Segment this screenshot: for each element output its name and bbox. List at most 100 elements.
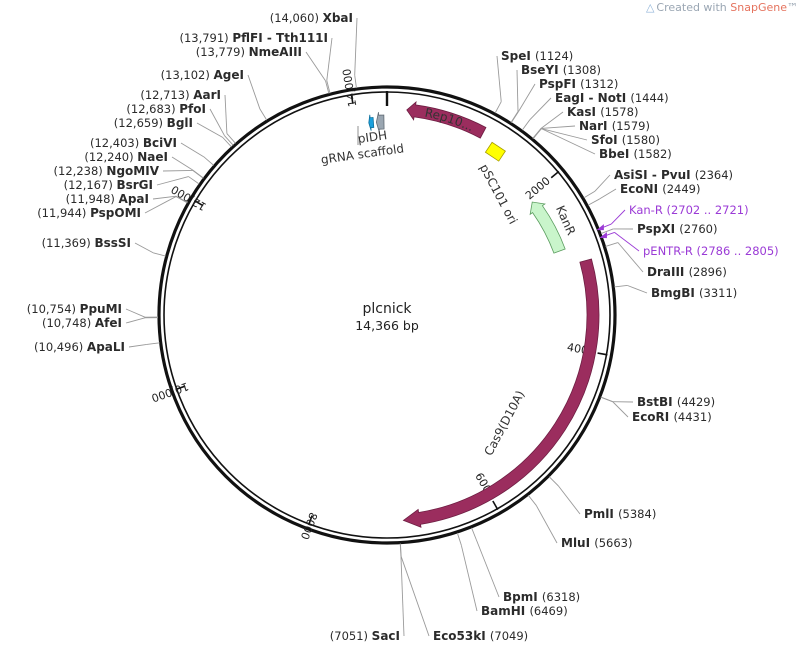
enzyme-pspfi-label: PspFI (1312) <box>539 77 618 91</box>
enzyme-eco53ki-leader <box>400 556 430 637</box>
enzyme-afei-label: (10,748) AfeI <box>42 316 122 330</box>
enzyme-mlui-label: MluI (5663) <box>561 536 633 550</box>
enzyme-bsrgi-tick <box>188 176 200 185</box>
enzyme-eagi-noti-tick <box>521 119 531 131</box>
enzyme-ppumi-label: (10,754) PpuMI <box>27 302 122 316</box>
enzyme-naei-leader <box>171 156 194 171</box>
enzyme-xbai-leader <box>354 17 358 76</box>
enzyme-eagi-noti-leader <box>529 97 552 120</box>
enzyme-asisi-pvui-label: AsiSI - PvuI (2364) <box>614 168 733 182</box>
enzyme-naei-tick <box>192 169 204 179</box>
psc101-ori-label: pSC101 ori <box>477 162 520 227</box>
enzyme-layer: SpeI (1124)BseYI (1308)PspFI (1312)EagI … <box>27 11 779 643</box>
scale-tick-label: 14,000 <box>340 68 359 108</box>
enzyme-agei-leader <box>247 74 261 110</box>
plasmid-name: plcnick <box>362 301 412 317</box>
enzyme-bamhi-leader <box>460 545 478 612</box>
primer-pentr-r-label: pENTR-R (2786 .. 2805) <box>643 244 779 258</box>
scale-tick <box>175 385 186 391</box>
scale-tick <box>597 352 608 356</box>
cas9-label: Cas9(D10A) <box>481 388 527 458</box>
enzyme-spei-label: SpeI (1124) <box>501 49 573 63</box>
scale-tick <box>350 93 354 104</box>
enzyme-econi-tick <box>587 198 600 206</box>
enzyme-nmeaiii-leader <box>305 51 326 82</box>
primer-kan-r-leader <box>610 209 626 225</box>
watermark-brand: SnapGene <box>730 1 787 14</box>
enzyme-ecori-leader <box>612 401 629 418</box>
enzyme-bseyi-label: BseYI (1308) <box>521 63 601 77</box>
enzyme-eco53ki-label: Eco53kI (7049) <box>433 629 528 643</box>
enzyme-bseyi-leader <box>516 69 519 112</box>
cas9-feature-arrow <box>402 258 600 528</box>
enzyme-asisi-pvui-leader <box>594 174 611 192</box>
enzyme-sfoi-leader <box>541 128 588 141</box>
enzyme-ngomiv-label: (12,238) NgoMIV <box>54 164 160 178</box>
enzyme-bsrgi-leader <box>156 176 189 186</box>
enzyme-ppumi-leader <box>125 308 146 318</box>
enzyme-saci-tick <box>399 543 402 557</box>
snapgene-watermark: △Created with SnapGene™ <box>646 1 798 14</box>
enzyme-saci-leader <box>400 556 405 637</box>
enzyme-apali-leader <box>128 343 147 348</box>
enzyme-bsssi-label: (11,369) BssSI <box>42 236 131 250</box>
enzyme-bbei-leader <box>541 128 596 155</box>
psc101-ori-feature <box>484 141 506 162</box>
enzyme-bsrgi-label: (12,167) BsrGI <box>64 178 153 192</box>
primer-pentr-r-leader <box>614 232 640 252</box>
primer-arrowhead <box>599 232 607 239</box>
enzyme-pfoi-leader <box>209 108 225 136</box>
rep101-label: Rep10... <box>424 106 476 135</box>
watermark-tm: ™ <box>787 1 798 14</box>
enzyme-pspfi-tick <box>510 111 519 123</box>
enzyme-bamhi-tick <box>456 532 462 546</box>
enzyme-aari-label: (12,713) AarI <box>140 88 221 102</box>
enzyme-pspxi-tick <box>600 228 614 234</box>
pidh-feature-arrow <box>375 112 385 133</box>
enzyme-bmgbi-label: BmgBI (3311) <box>651 286 737 300</box>
enzyme-spei-leader <box>496 55 502 102</box>
enzyme-sfoi-label: SfoI (1580) <box>591 133 660 147</box>
enzyme-agei-label: (13,102) AgeI <box>161 68 244 82</box>
enzyme-apali-label: (10,496) ApaLI <box>34 340 125 354</box>
enzyme-pflfi-tth111i-label: (13,791) PflFI - Tth111I <box>179 31 328 45</box>
enzyme-nari-leader <box>541 125 576 129</box>
enzyme-apali-tick <box>146 342 160 345</box>
enzyme-bpmi-tick <box>471 527 477 541</box>
enzyme-xbai-label: (14,060) XbaI <box>270 11 353 25</box>
enzyme-bstbi-label: BstBI (4429) <box>637 395 715 409</box>
enzyme-nmeaiii-label: (13,779) NmeAIII <box>196 45 302 59</box>
enzyme-bpmi-leader <box>475 539 500 598</box>
enzyme-pmli-leader <box>558 485 581 515</box>
enzyme-pspomi-label: (11,944) PspOMI <box>37 206 141 220</box>
enzyme-nmeaiii-tick <box>325 80 330 94</box>
enzyme-pflfi-tth111i-tick <box>326 80 331 94</box>
enzyme-pmli-tick <box>548 476 559 487</box>
primer-kan-r-label: Kan-R (2702 .. 2721) <box>629 203 749 217</box>
enzyme-bmgbi-tick <box>614 284 628 288</box>
enzyme-nari-label: NarI (1579) <box>579 119 650 133</box>
enzyme-pspfi-leader <box>517 83 536 112</box>
enzyme-aari-leader <box>224 94 228 134</box>
enzyme-afei-leader <box>125 317 146 324</box>
enzyme-xbai-tick <box>354 75 357 89</box>
enzyme-bamhi-label: BamHI (6469) <box>481 604 568 618</box>
enzyme-mlui-leader <box>535 505 558 544</box>
enzyme-ecori-label: EcoRI (4431) <box>632 410 712 424</box>
rep101-feature-arrow <box>406 100 487 139</box>
watermark-prefix: Created with <box>656 1 727 14</box>
primer-arrowhead <box>596 224 604 231</box>
enzyme-ecori-tick <box>600 396 614 403</box>
enzyme-pmli-label: PmlI (5384) <box>584 507 656 521</box>
enzyme-draiii-label: DraIII (2896) <box>647 265 727 279</box>
enzyme-naei-label: (12,240) NaeI <box>84 150 168 164</box>
kanr-feature-arrow <box>529 201 566 254</box>
enzyme-bpmi-label: BpmI (6318) <box>503 590 580 604</box>
enzyme-kasi-leader <box>540 111 564 129</box>
enzyme-saci-label: (7051) SacI <box>330 629 400 643</box>
enzyme-aari-tick <box>226 133 236 144</box>
enzyme-pfoi-tick <box>224 135 234 146</box>
scale-tick <box>307 515 313 526</box>
